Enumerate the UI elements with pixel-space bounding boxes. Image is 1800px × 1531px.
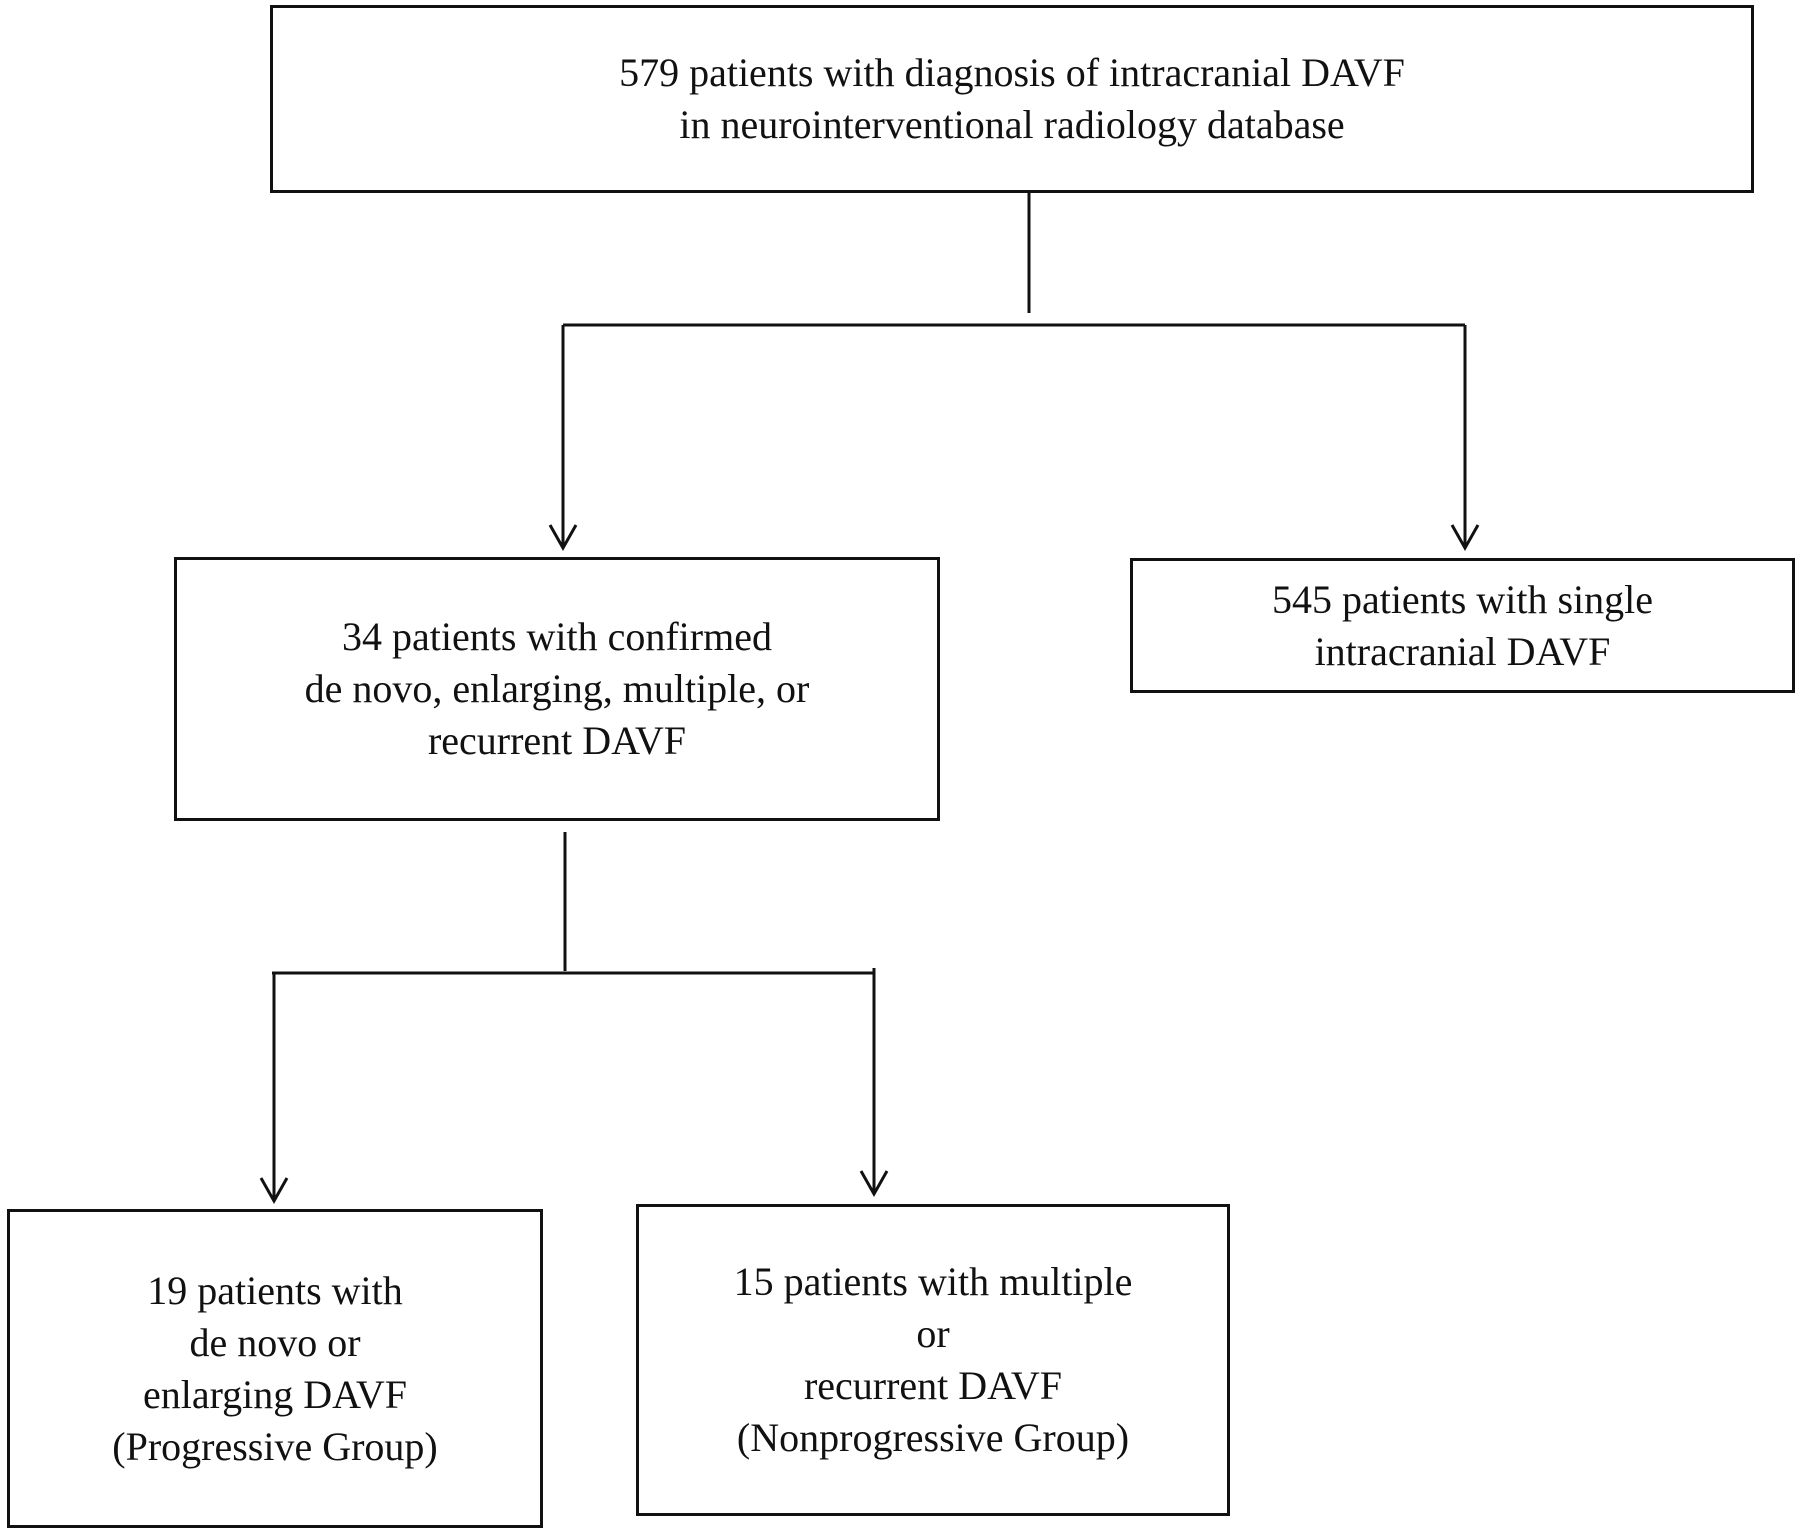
confirmed-line-3: recurrent DAVF [427,718,687,763]
nonprogressive-line-2: or [916,1311,950,1356]
confirmed-line-2: de novo, enlarging, multiple, or [304,666,810,711]
nonprogressive-line-1: 15 patients with multiple [733,1259,1133,1304]
progressive-group-box: 19 patients with de novo or enlarging DA… [7,1209,543,1528]
arrowhead-to-nonprogressive [859,1170,889,1198]
nonprogressive-group-box: 15 patients with multiple or recurrent D… [636,1204,1230,1516]
nonprogressive-line-4: (Nonprogressive Group) [736,1415,1130,1460]
database-line-2: in neurointerventional radiology databas… [679,102,1345,147]
confirmed-line-1: 34 patients with confirmed [342,614,772,659]
database-line-1: 579 patients with diagnosis of intracran… [619,50,1405,95]
progressive-line-2: de novo or [189,1319,361,1365]
arrowhead-to-confirmed [548,524,578,552]
single-davf-box: 545 patients with single intracranial DA… [1130,558,1795,693]
progressive-line-4: (Progressive Group) [112,1423,438,1469]
arrowhead-to-single [1450,524,1480,552]
database-patients-box: 579 patients with diagnosis of intracran… [270,5,1754,193]
single-line-2: intracranial DAVF [1314,628,1611,674]
nonprogressive-line-3: recurrent DAVF [803,1363,1063,1408]
progressive-line-3: enlarging DAVF [142,1371,408,1417]
single-line-1: 545 patients with single [1271,576,1654,622]
progressive-line-1: 19 patients with [147,1267,403,1313]
confirmed-davf-box: 34 patients with confirmed de novo, enla… [174,557,940,821]
arrowhead-to-progressive [259,1177,289,1205]
